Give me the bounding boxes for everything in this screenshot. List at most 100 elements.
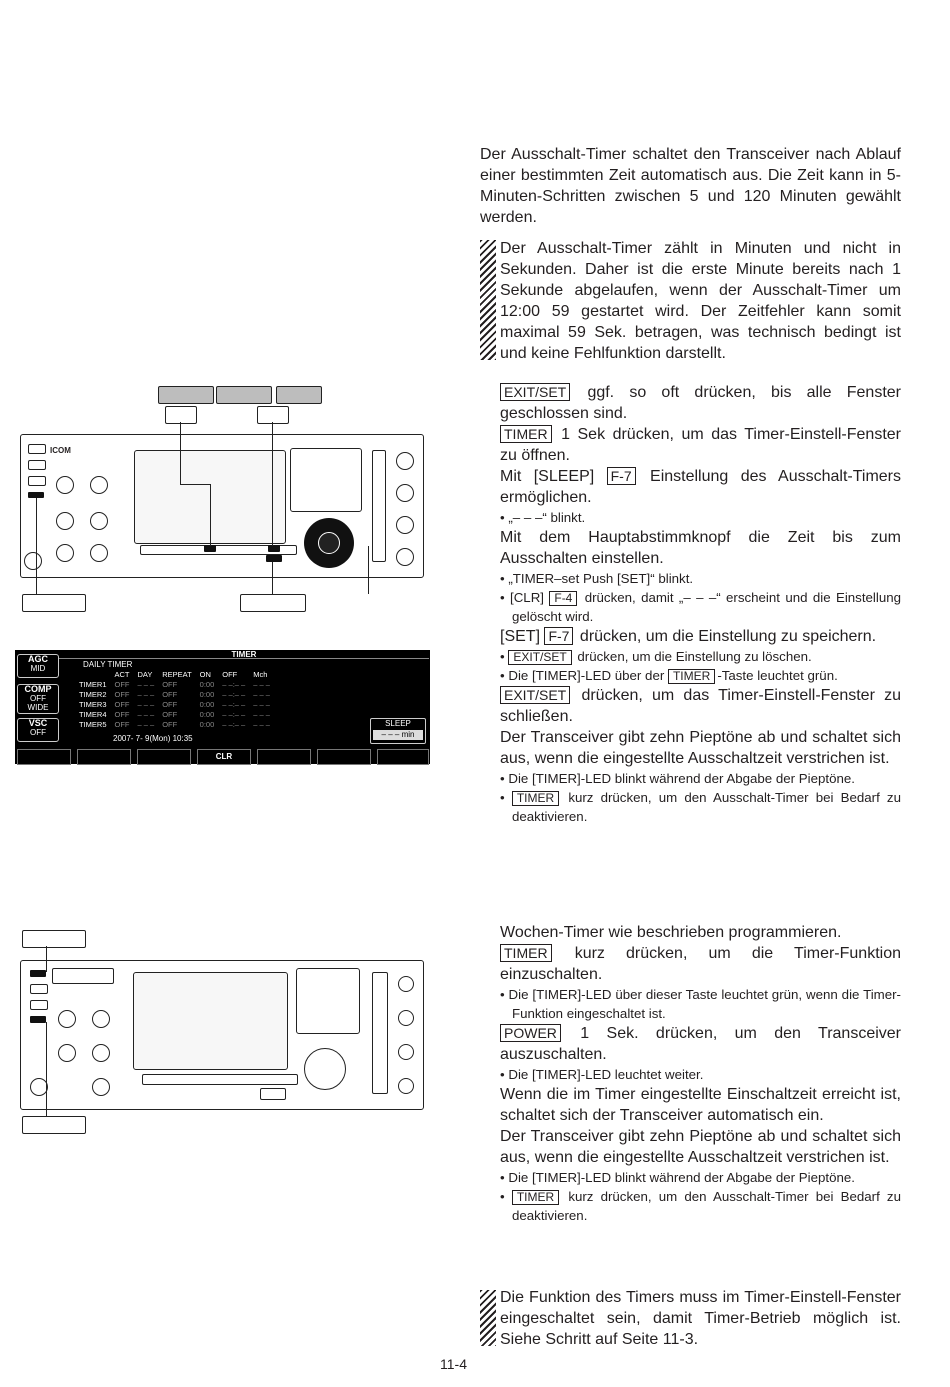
step-exit: EXIT/SET ggf. so oft drücken, bis alle F… [500, 383, 901, 422]
knob-icon [56, 476, 74, 494]
function-key-f3 [137, 749, 191, 765]
timer-datetime: 2007- 7- 9(Mon) 10:35 [113, 734, 193, 743]
callout-box [22, 1116, 86, 1134]
exit-set-key: EXIT/SET [508, 650, 572, 665]
main-dial-icon [304, 1048, 346, 1090]
knob-icon [92, 1078, 110, 1096]
keypad-block [290, 448, 362, 512]
leader-line [36, 498, 37, 594]
note-hatch-mark [480, 1290, 496, 1346]
sleep-timer-steps: EXIT/SET ggf. so oft drücken, bis alle F… [500, 382, 901, 826]
leader-line [180, 484, 210, 485]
sleep-label: SLEEP [385, 719, 411, 728]
bullet: • „– – –“ blinkt. [500, 510, 586, 525]
step-auto-on: Wenn die im Timer eingestellte Einschalt… [500, 1086, 901, 1124]
f7-key: F-7 [544, 627, 574, 645]
small-button-group [260, 1088, 286, 1100]
knob-icon [398, 1010, 414, 1026]
leader-line [272, 422, 273, 546]
exit-set-key-highlight [266, 555, 282, 562]
page-number: 11-4 [440, 1356, 467, 1372]
timer-button-highlight [30, 1016, 46, 1023]
knob-icon [56, 544, 74, 562]
f4-key-highlight [204, 545, 216, 552]
knob-icon [396, 484, 414, 502]
timer-screen-subtitle: DAILY TIMER [83, 660, 133, 669]
bullet: • Die [TIMER]-LED über dieser Taste leuc… [500, 987, 901, 1021]
callout-box [276, 386, 322, 404]
timer-screen-title: TIMER [59, 650, 429, 659]
timer-key: TIMER [500, 425, 552, 443]
panel-button [30, 984, 48, 994]
bullet: • EXIT/SET drücken, um die Einstellung z… [500, 649, 812, 665]
step-timer-on: TIMER kurz drücken, um die Timer-Funktio… [500, 944, 901, 983]
exit-set-key: EXIT/SET [500, 383, 571, 401]
function-key-f5 [257, 749, 311, 765]
panel-label-strip [52, 968, 114, 984]
panel-button [28, 460, 46, 470]
panel-button [30, 1000, 48, 1010]
bullet: • Die [TIMER]-LED über der TIMER-Taste l… [500, 668, 838, 684]
function-key-f6 [317, 749, 371, 765]
step-close: EXIT/SET drücken, um das Timer-Einstell-… [500, 686, 901, 725]
step-program: Wochen-Timer wie beschrieben programmier… [500, 924, 842, 941]
callout-box [22, 594, 86, 612]
callout-box [158, 386, 214, 404]
timer-key: TIMER [667, 669, 716, 684]
phones-jack-icon [30, 1078, 48, 1096]
knob-icon [90, 476, 108, 494]
timer-key: TIMER [500, 944, 552, 962]
power-key: POWER [500, 1024, 561, 1042]
step-dial: Mit dem Hauptabstimmknopf die Zeit bis z… [500, 529, 901, 567]
knob-icon [56, 512, 74, 530]
bullet: • Die [TIMER]-LED blinkt während der Abg… [500, 771, 855, 786]
knob-icon [90, 544, 108, 562]
bullet: • „TIMER–set Push [SET]“ blinkt. [500, 571, 694, 586]
keypad-block [296, 968, 360, 1034]
timer-button-highlight [28, 492, 44, 498]
step-beep: Der Transceiver gibt zehn Pieptöne ab un… [500, 729, 901, 767]
knob-icon [92, 1044, 110, 1062]
knob-icon [396, 452, 414, 470]
table-header-row: ACT DAY REPEAT ON OFF Mch [114, 669, 268, 679]
timer-key: TIMER [511, 791, 560, 806]
sleep-value: – – – min [373, 730, 423, 740]
step-sleep: Mit [SLEEP] F-7 Einstellung des Ausschal… [500, 467, 902, 506]
icom-logo: ICOM [50, 446, 71, 455]
f7-key-highlight [268, 545, 280, 552]
knob-icon [92, 1010, 110, 1028]
callout-box [216, 386, 272, 404]
dial-grip-icon [318, 532, 340, 554]
panel-button [28, 444, 46, 454]
bullet: • TIMER kurz drücken, um den Ausschalt-T… [500, 1189, 901, 1223]
callout-box [240, 594, 306, 612]
sleep-box: SLEEP – – – min [370, 718, 426, 744]
leader-line [210, 484, 211, 546]
bullet: • Die [TIMER]-LED leuchtet weiter. [500, 1067, 704, 1082]
knob-icon [398, 1078, 414, 1094]
step-power: POWER 1 Sek. drücken, um den Transceiver… [500, 1024, 901, 1063]
bullet: • [CLR] F-4 drücken, damit „– – –“ ersch… [500, 590, 902, 624]
knob-icon [58, 1044, 76, 1062]
bullet: • TIMER kurz drücken, um den Ausschalt-T… [500, 790, 901, 824]
note-1: Der Ausschalt-Timer zählt in Minuten und… [500, 240, 901, 362]
leader-line [368, 546, 369, 594]
function-key-f1 [17, 749, 71, 765]
leader-line [272, 562, 273, 594]
callout-box [257, 406, 289, 424]
step-beep: Der Transceiver gibt zehn Pieptöne ab un… [500, 1128, 901, 1166]
leader-line [46, 1022, 47, 1116]
knob-icon [396, 548, 414, 566]
knob-icon [398, 1044, 414, 1060]
f4-key: F-4 [549, 591, 578, 606]
phones-jack-icon [24, 552, 42, 570]
function-key-row [140, 545, 297, 555]
bullet: • Die [TIMER]-LED blinkt während der Abg… [500, 1170, 855, 1185]
